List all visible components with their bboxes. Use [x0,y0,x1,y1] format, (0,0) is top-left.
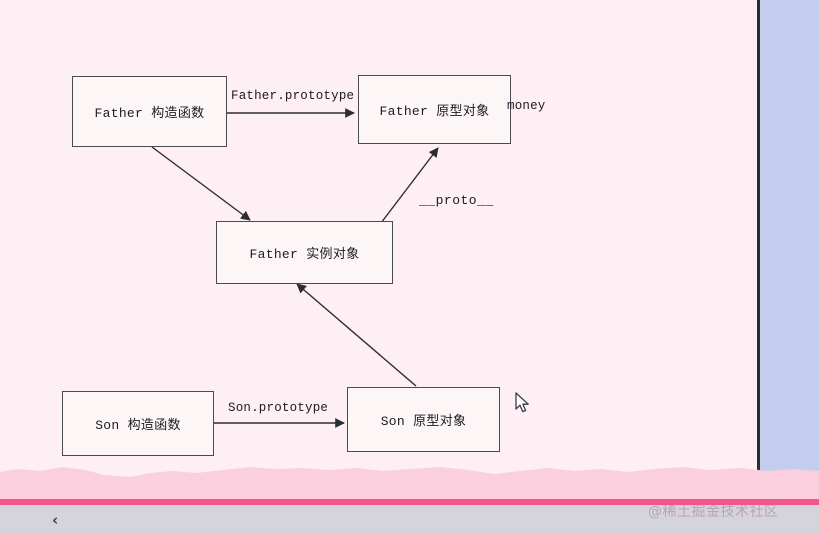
node-father-constructor[interactable]: Father 构造函数 [72,76,227,147]
diagram-connectors [151,108,439,428]
connector-son-proto-link [296,283,417,387]
arrow-cursor-icon [515,392,533,416]
annotation-money: money [507,99,546,113]
connector-proto-link [380,147,439,224]
right-side-panel [760,0,819,519]
prototype-chain-diagram: Father 构造函数 Father 原型对象 Father 实例对象 Son … [62,75,546,456]
connector-father-new [151,146,251,221]
edge-label-son-prototype: Son.prototype [228,401,329,415]
accent-stripe [0,499,819,505]
bottom-toolbar [0,505,819,533]
decorative-wave-band [0,456,819,500]
node-son-prototype[interactable]: Son 原型对象 [347,387,500,452]
edge-label-proto: __proto__ [419,193,494,208]
edge-label-father-prototype: Father.prototype [231,89,355,103]
node-father-prototype[interactable]: Father 原型对象 [358,75,511,144]
node-father-instance[interactable]: Father 实例对象 [216,221,393,284]
watermark-label: @稀土掘金技术社区 [648,504,779,520]
back-button[interactable]: ‹ [52,511,59,529]
panel-divider [757,0,760,519]
node-son-constructor[interactable]: Son 构造函数 [62,391,214,456]
